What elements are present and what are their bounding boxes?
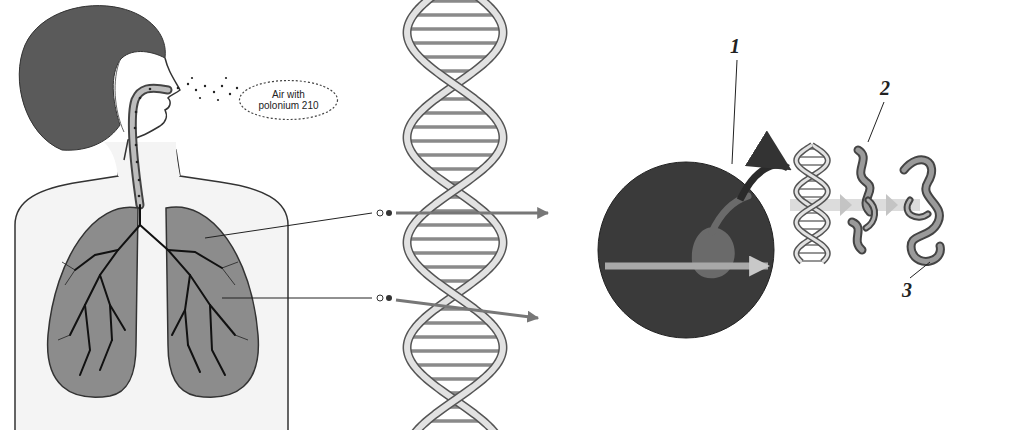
base-pair xyxy=(419,321,490,325)
base-pair xyxy=(797,188,828,190)
leader-line xyxy=(222,298,372,299)
dna-strand xyxy=(796,145,828,262)
base-pair xyxy=(409,125,500,129)
leader-line xyxy=(732,60,737,164)
base-pair xyxy=(409,41,500,45)
leader-line xyxy=(868,102,884,142)
callout-number: 1 xyxy=(730,36,740,56)
base-pair xyxy=(419,55,490,59)
base-pair xyxy=(796,220,828,222)
node-text: Air with polonium 210 xyxy=(257,89,321,112)
dna-strand xyxy=(407,0,503,430)
base-pair xyxy=(409,251,500,255)
dna-strand xyxy=(407,0,503,430)
base-pair xyxy=(797,156,827,158)
base-pair xyxy=(413,363,496,367)
base-pair xyxy=(419,265,490,269)
callout-number: 3 xyxy=(902,280,912,300)
base-pair xyxy=(427,0,483,3)
base-pair xyxy=(407,349,502,353)
base-pair xyxy=(413,153,496,157)
base-pair xyxy=(407,237,502,241)
base-pair xyxy=(413,223,496,227)
dna-strand xyxy=(407,0,503,430)
base-pair xyxy=(413,13,496,17)
dna-fragment xyxy=(852,150,875,250)
base-pair xyxy=(407,27,502,31)
base-pair xyxy=(800,260,823,262)
callout-number: 2 xyxy=(880,78,890,98)
dna-strand xyxy=(796,145,828,262)
base-pair xyxy=(407,139,502,143)
base-pair xyxy=(419,111,490,115)
cloud-bubble: Air with polonium 210 xyxy=(238,79,339,121)
dna-helix xyxy=(407,0,503,430)
person xyxy=(15,6,288,430)
leader-line xyxy=(910,262,930,278)
particle-track xyxy=(377,210,548,318)
dna-strand xyxy=(407,0,503,430)
base-pair xyxy=(409,335,500,339)
dna-helix xyxy=(796,145,828,262)
leader-line xyxy=(205,213,372,238)
base-pair xyxy=(796,252,828,254)
dna-strand xyxy=(796,145,828,262)
curved-arrow xyxy=(740,165,788,200)
dna-rearranged xyxy=(904,160,940,262)
dna-strand xyxy=(796,145,828,262)
